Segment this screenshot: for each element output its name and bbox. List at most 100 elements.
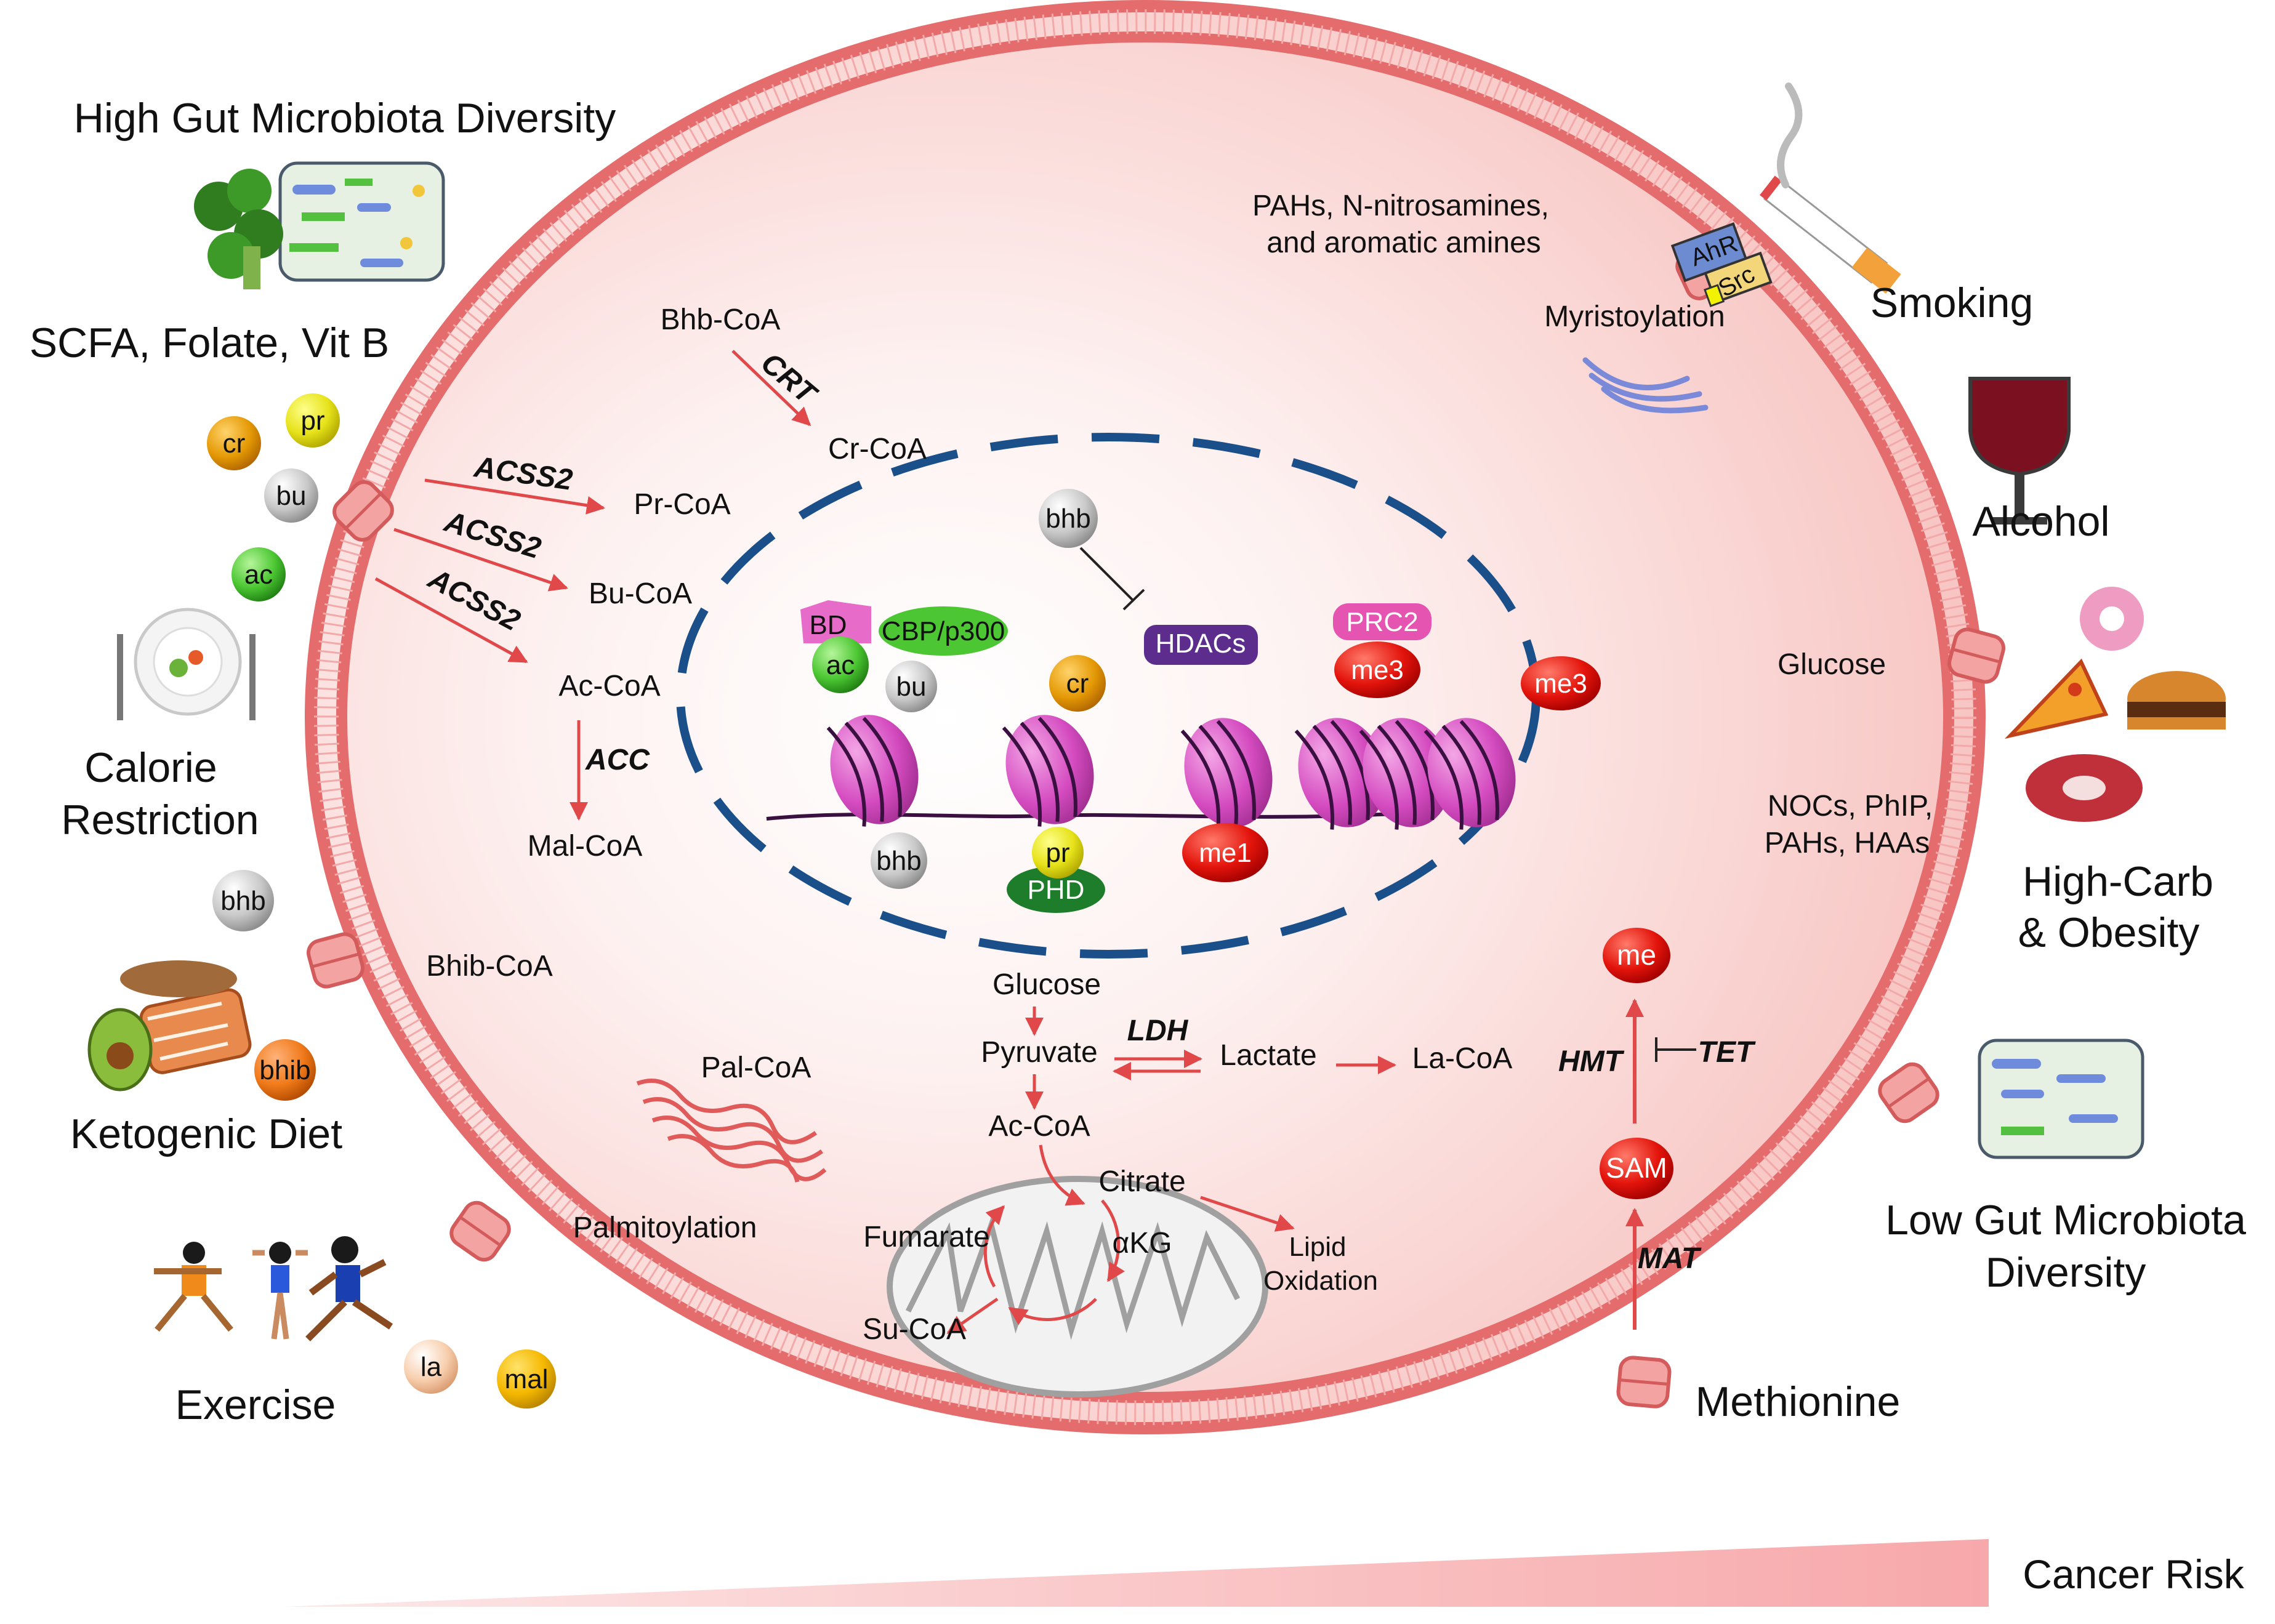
label-la-coa: La-CoA: [1412, 1042, 1513, 1075]
ball-ac: ac: [232, 547, 286, 601]
prc2-badge: PRC2: [1333, 603, 1431, 640]
wine-glass-icon: [1968, 377, 2071, 525]
golgi-icon: [1582, 357, 1709, 414]
label-calorie-2: Restriction: [61, 797, 259, 843]
cigarette-icon: [1760, 82, 1901, 294]
right-factor-labels: Smoking Alcohol High-Carb & Obesity Low …: [1696, 279, 2246, 1425]
svg-text:PHD: PHD: [1028, 875, 1085, 905]
junk-food-icon: [2004, 587, 2226, 822]
nuc-ac: ac: [812, 637, 869, 693]
ball-cr: cr: [207, 416, 261, 470]
metabolite-balls: cr pr bu ac bhb bhib la mal: [207, 393, 556, 1409]
membrane-channel: [307, 932, 364, 989]
svg-text:bhb: bhb: [220, 886, 265, 916]
label-cr-coa: Cr-CoA: [828, 433, 927, 465]
label-tet: TET: [1698, 1036, 1756, 1069]
label-lactate: Lactate: [1220, 1039, 1316, 1072]
keto-food-icon: [87, 960, 252, 1091]
hdacs-badge: HDACs: [1144, 625, 1258, 665]
svg-text:me1: me1: [1199, 838, 1252, 868]
inhibition-lines: [1079, 547, 1696, 1062]
svg-text:bu: bu: [276, 481, 307, 511]
nucleosome: [826, 715, 919, 827]
nuc-bhb: bhb: [1039, 489, 1098, 548]
membrane-channel: [1947, 627, 2005, 684]
svg-text:pr: pr: [300, 406, 324, 436]
cbp-badge: CBP/p300: [879, 606, 1008, 656]
svg-text:CBP/p300: CBP/p300: [882, 616, 1005, 646]
label-myristoylation: Myristoylation: [1544, 300, 1725, 333]
label-carcinogens-2: and aromatic amines: [1266, 227, 1541, 259]
nuc-bu: bu: [885, 661, 937, 712]
bd-badge: BD: [800, 600, 871, 643]
nucleosome: [1002, 715, 1094, 827]
label-mat: MAT: [1638, 1242, 1702, 1275]
svg-text:ac: ac: [244, 560, 273, 590]
label-highcarb-2: & Obesity: [2018, 909, 2200, 956]
label-smoking: Smoking: [1870, 279, 2034, 326]
svg-text:PRC2: PRC2: [1346, 607, 1418, 637]
nucleosome: [1359, 718, 1451, 830]
label-mal-coa: Mal-CoA: [528, 830, 643, 862]
nucleus-balls: bhb HDACs BD CBP/p300 ac bu cr PRC2 me3 …: [800, 489, 1601, 913]
methylation-labels: HMT TET MAT: [1558, 1036, 1756, 1275]
svg-text:me3: me3: [1351, 655, 1404, 685]
label-pal-coa: Pal-CoA: [701, 1051, 811, 1084]
er-icon: [636, 1079, 827, 1183]
label-microbiota-high: High Gut Microbiota Diversity: [74, 95, 616, 142]
ball-bu: bu: [264, 468, 318, 523]
membrane-channel: [332, 480, 394, 542]
label-pyruvate: Pyruvate: [981, 1036, 1097, 1069]
label-methionine: Methionine: [1696, 1378, 1901, 1425]
label-exercise: Exercise: [175, 1381, 336, 1428]
nuc-me3-b: me3: [1521, 656, 1601, 710]
cytoplasm-labels: Bhb-CoA CRT Cr-CoA ACSS2 ACSS2 ACSS2 Pr-…: [422, 190, 1933, 1244]
glycolysis-labels: Glucose Pyruvate LDH Lactate La-CoA Ac-C…: [863, 968, 1512, 1346]
ball-bhib: bhib: [254, 1039, 316, 1101]
plate-icon: [117, 608, 256, 720]
microbiota-high-icon: [278, 161, 445, 282]
label-bhib-coa: Bhib-CoA: [426, 950, 552, 983]
label-ac-coa: Ac-CoA: [558, 670, 660, 702]
label-microbiota-low-2: Diversity: [1986, 1249, 2146, 1296]
svg-text:bhb: bhb: [1045, 504, 1090, 534]
ball-bhb: bhb: [212, 870, 274, 931]
svg-text:HDACs: HDACs: [1156, 629, 1246, 659]
ball-mal: mal: [497, 1349, 556, 1409]
nucleosome: [1180, 718, 1273, 830]
left-factor-labels: High Gut Microbiota Diversity SCFA, Fola…: [30, 95, 616, 1428]
svg-text:me: me: [1617, 939, 1656, 971]
pathway-arrows: [374, 350, 1644, 1335]
svg-text:cr: cr: [223, 428, 246, 459]
membrane-channel: [449, 1200, 511, 1262]
label-bhb-coa: Bhb-CoA: [661, 303, 781, 336]
label-lipid-2: Oxidation: [1263, 1266, 1378, 1296]
cancer-risk-wedge: [283, 1539, 1989, 1607]
label-calorie-1: Calorie: [84, 744, 217, 791]
cancer-risk-label: Cancer Risk: [2023, 1551, 2244, 1597]
methylation-balls: me SAM: [1600, 928, 1673, 1199]
broccoli-icon: [194, 169, 283, 289]
nuc-pr: pr: [1032, 827, 1084, 878]
svg-text:pr: pr: [1045, 838, 1069, 868]
nucleosome: [1423, 718, 1516, 830]
phd-badge: PHD: [1007, 866, 1105, 913]
label-glucose: Glucose: [993, 968, 1101, 1001]
label-microbiota-low-1: Low Gut Microbiota: [1885, 1197, 2246, 1244]
nuc-me1: me1: [1182, 823, 1268, 882]
label-ldh: LDH: [1127, 1015, 1189, 1047]
nuc-me3-a: me3: [1334, 641, 1420, 698]
svg-text:mal: mal: [505, 1364, 549, 1394]
svg-text:BD: BD: [809, 610, 847, 640]
ball-la: la: [404, 1340, 458, 1394]
label-bu-coa: Bu-CoA: [589, 577, 692, 610]
microbiota-low-icon: [1978, 1039, 2144, 1159]
ball-me: me: [1603, 928, 1670, 983]
nuc-cr: cr: [1049, 655, 1106, 712]
ahr-src-receptor: [1670, 222, 1773, 307]
svg-text:bhb: bhb: [876, 846, 921, 876]
label-keto: Ketogenic Diet: [70, 1111, 342, 1157]
membrane-channel: [1878, 1062, 1939, 1124]
